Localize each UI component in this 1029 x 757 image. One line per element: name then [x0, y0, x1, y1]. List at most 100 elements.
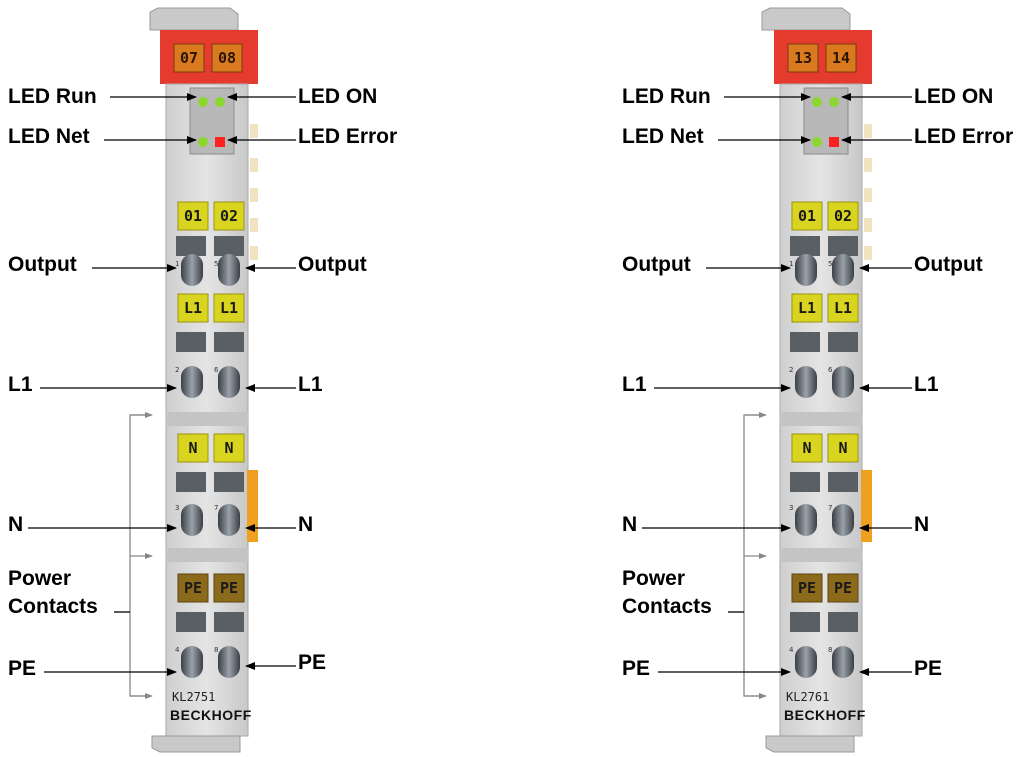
section-tag-text: L1 — [220, 299, 238, 317]
wire-opening-right — [218, 504, 240, 536]
led-run — [812, 97, 822, 107]
spring-slot-left — [176, 472, 206, 492]
led-window — [803, 87, 849, 155]
spring-slot-left — [790, 612, 820, 632]
model-number: KL2761 — [786, 690, 829, 704]
section-tag-text: 02 — [220, 207, 238, 225]
label-led-on: LED ON — [914, 85, 993, 108]
led-net — [812, 137, 822, 147]
section-tag-left — [177, 573, 209, 603]
section-tag-text: 02 — [834, 207, 852, 225]
label-l1-left: L1 — [8, 373, 33, 396]
section-tag-left — [177, 293, 209, 323]
section-tag-right — [827, 201, 859, 231]
led-run — [198, 97, 208, 107]
section-tag-text: 01 — [184, 207, 202, 225]
body-separator — [780, 548, 862, 562]
body-separator — [166, 548, 248, 562]
led-on — [829, 97, 839, 107]
pin-number: 7 — [828, 504, 832, 512]
bottom-rail-clip — [151, 735, 241, 753]
wire-opening-right — [218, 646, 240, 678]
wire-opening-right — [218, 254, 240, 286]
pin-number: 8 — [214, 646, 218, 654]
section-tag-right — [827, 573, 859, 603]
side-contact — [250, 246, 258, 260]
section-tag-left — [791, 573, 823, 603]
label-n-left: N — [622, 513, 637, 536]
pin-number: 1 — [789, 260, 793, 268]
label-led-on: LED ON — [298, 85, 377, 108]
orange-strip — [861, 470, 872, 542]
label-led-error: LED Error — [914, 125, 1013, 148]
pin-number: 5 — [828, 260, 832, 268]
wire-opening-left — [181, 366, 203, 398]
top-channel-number: 07 — [180, 49, 198, 67]
led-error — [829, 137, 839, 147]
spring-slot-left — [790, 332, 820, 352]
spring-slot-right — [214, 236, 244, 256]
spring-slot-left — [176, 332, 206, 352]
section-tag-right — [213, 433, 245, 463]
label-led-net: LED Net — [622, 125, 704, 148]
label-power-contacts: Contacts — [622, 595, 712, 618]
side-contact — [864, 124, 872, 138]
side-contact — [864, 158, 872, 172]
section-tag-text: L1 — [184, 299, 202, 317]
label-power-contacts: Contacts — [8, 595, 98, 618]
pin-number: 4 — [789, 646, 794, 654]
wire-opening-left — [181, 646, 203, 678]
pin-number: 2 — [175, 366, 179, 374]
label-n-right: N — [914, 513, 929, 536]
pin-number: 3 — [175, 504, 179, 512]
led-on — [215, 97, 225, 107]
top-channel-number: 13 — [794, 49, 812, 67]
section-tag-right — [213, 293, 245, 323]
section-tag-right — [213, 573, 245, 603]
spring-slot-left — [176, 612, 206, 632]
section-tag-right — [213, 201, 245, 231]
wire-opening-right — [832, 504, 854, 536]
spring-slot-left — [790, 236, 820, 256]
pin-number: 1 — [175, 260, 179, 268]
section-tag-left — [791, 201, 823, 231]
section-tag-left — [791, 293, 823, 323]
led-net — [198, 137, 208, 147]
body-separator — [166, 412, 248, 426]
label-pe-left: PE — [8, 657, 36, 680]
spring-slot-right — [828, 236, 858, 256]
section-tag-text: 01 — [798, 207, 816, 225]
pin-number: 3 — [789, 504, 793, 512]
pin-number: 2 — [789, 366, 793, 374]
label-l1-right: L1 — [298, 373, 323, 396]
label-led-error: LED Error — [298, 125, 397, 148]
label-output-left: Output — [622, 253, 691, 276]
wire-opening-right — [832, 254, 854, 286]
terminal-kl2761: 13 14 01 02 1 5 L1 L1 2 6 — [622, 7, 1013, 753]
bottom-rail-clip — [765, 735, 855, 753]
label-pe-left: PE — [622, 657, 650, 680]
wire-opening-left — [795, 504, 817, 536]
side-contact — [864, 188, 872, 202]
top-channel-number: 14 — [832, 49, 850, 67]
pin-number: 8 — [828, 646, 832, 654]
brand-name: BECKHOFF — [784, 707, 866, 723]
label-led-run: LED Run — [622, 85, 711, 108]
label-power-contacts: Power — [622, 567, 685, 590]
model-number: KL2751 — [172, 690, 215, 704]
section-tag-text: N — [188, 439, 197, 457]
spring-slot-right — [828, 332, 858, 352]
terminal-body — [165, 83, 249, 737]
wire-opening-left — [181, 254, 203, 286]
side-contact — [250, 218, 258, 232]
label-l1-right: L1 — [914, 373, 939, 396]
section-tag-text: L1 — [834, 299, 852, 317]
spring-slot-right — [214, 332, 244, 352]
spring-slot-right — [214, 472, 244, 492]
top-channel-tag-left — [787, 43, 819, 73]
led-error — [215, 137, 225, 147]
brand-name: BECKHOFF — [170, 707, 252, 723]
section-tag-text: PE — [834, 579, 852, 597]
label-power-contacts: Power — [8, 567, 71, 590]
